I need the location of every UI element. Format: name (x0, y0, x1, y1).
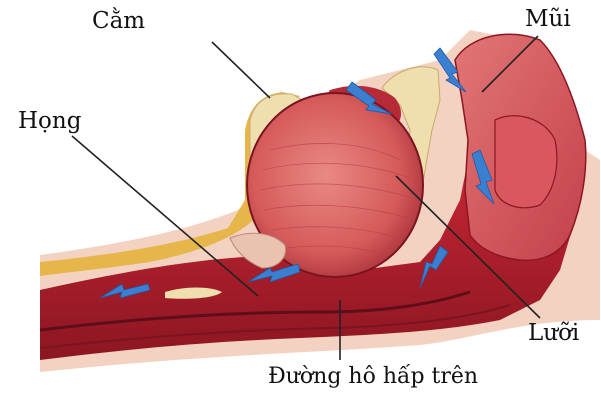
nose-turbinate (495, 116, 557, 208)
label-hong: Họng (18, 110, 81, 133)
label-mui: Mũi (525, 8, 571, 31)
leader-line-cam (212, 42, 270, 98)
label-duong-ho-hap-tren: Đường hô hấp trên (268, 366, 478, 388)
label-luoi: Lưỡi (528, 322, 579, 345)
label-cam: Cằm (92, 10, 145, 33)
